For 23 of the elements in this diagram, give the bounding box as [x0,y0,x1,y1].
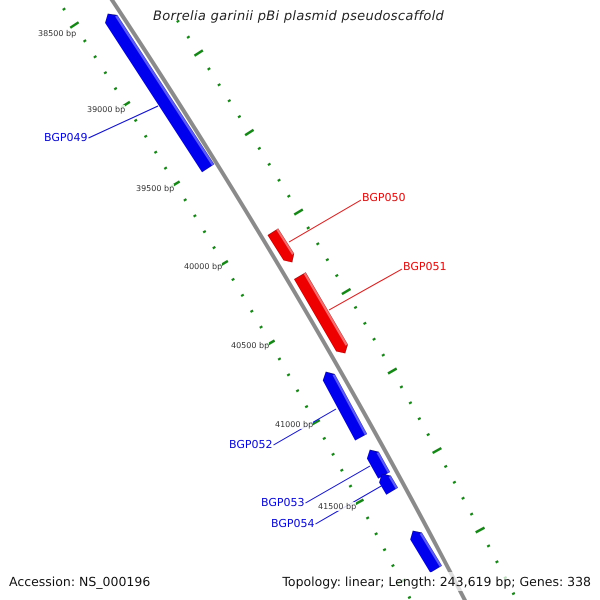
gene-label: BGP054 [271,517,315,530]
scale-label: 40000 bp [184,262,222,271]
scale-label: 41500 bp [318,502,356,511]
gene-feature [322,372,368,440]
gene-feature [268,228,294,262]
gene-feature [366,450,390,479]
gene-label: BGP049 [44,131,88,144]
gene-feature [294,272,348,354]
scale-label: 39500 bp [136,184,174,193]
gene-label: BGP052 [229,438,273,451]
leader-line [328,268,402,310]
gene-feature [410,530,442,573]
map-title: Borrelia garinii pBi plasmid pseudoscaffold [153,9,444,24]
gene-label: BGP053 [261,496,305,509]
gene-label: BGP050 [362,191,406,204]
gene-feature [379,474,398,495]
gene-label: BGP051 [403,260,447,273]
leader-line [288,200,362,242]
summary-text: Topology: linear; Length: 243,619 bp; Genes: 338 [282,572,591,591]
scale-label: 39000 bp [87,105,126,114]
leader-line [88,106,158,138]
leader-line [305,466,370,504]
accession-text: Accession: NS_000196 [9,574,150,589]
